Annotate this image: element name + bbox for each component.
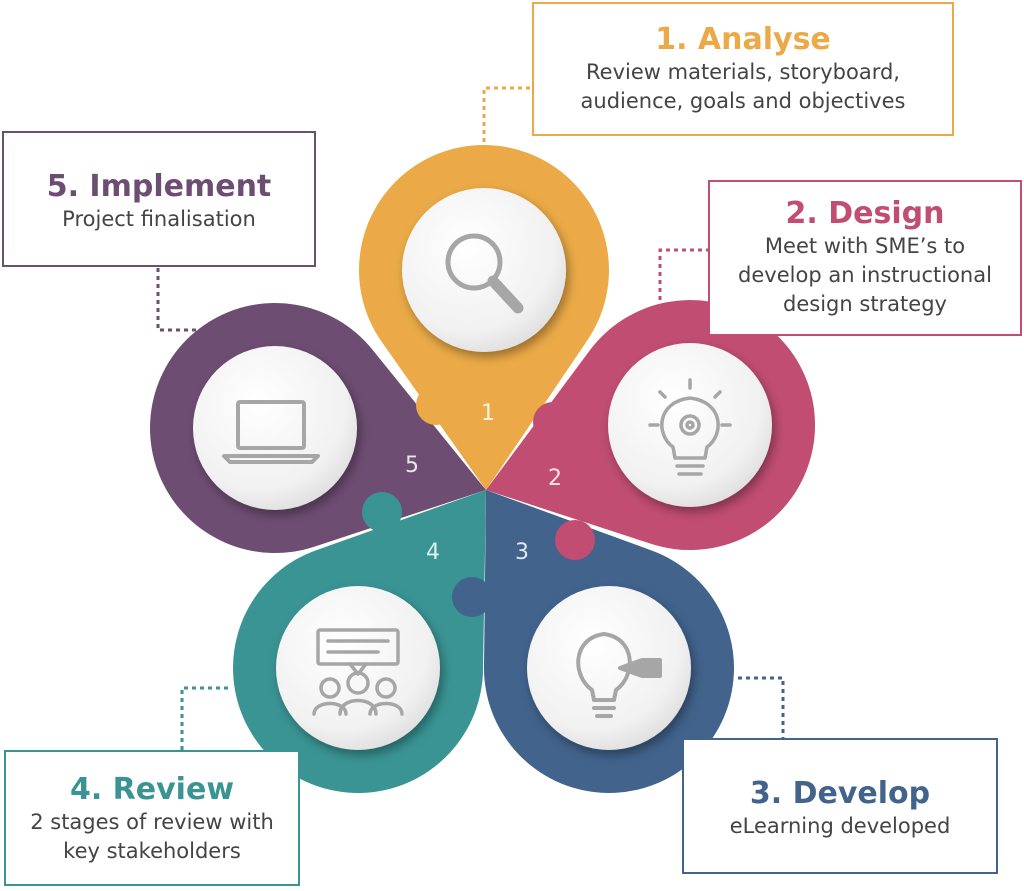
develop-desc-line: eLearning developed xyxy=(729,814,951,838)
implement-title: 5. Implement xyxy=(46,169,272,204)
review-connector xyxy=(180,686,228,750)
review-title: 4. Review xyxy=(69,772,235,807)
analyse-desc-line: audience, goals and objectives xyxy=(580,89,906,113)
review-circle xyxy=(276,586,440,750)
design-desc-line: develop an instructional xyxy=(738,263,992,287)
design-box: 2. Design Meet with SME’s to develop an … xyxy=(708,180,1022,336)
develop-box: 3. Develop eLearning developed xyxy=(682,738,998,874)
lightbulb-gear-icon xyxy=(648,378,732,476)
analyse-connector xyxy=(482,86,532,150)
speech-group-icon xyxy=(312,628,404,716)
petal-number-1: 1 xyxy=(481,401,495,426)
petal-number-3: 3 xyxy=(515,540,529,565)
petal-number-2: 2 xyxy=(548,466,562,491)
analyse-title: 1. Analyse xyxy=(655,22,831,57)
review-box: 4. Review 2 stages of review with key st… xyxy=(4,750,300,886)
implement-connector xyxy=(156,268,200,332)
design-title: 2. Design xyxy=(785,196,945,231)
analyse-box: 1. Analyse Review materials, storyboard,… xyxy=(532,2,954,136)
lightbulb-tag-icon xyxy=(576,632,662,718)
knob-develop xyxy=(452,577,492,617)
design-desc-line: Meet with SME’s to xyxy=(764,234,966,258)
design-connector xyxy=(658,248,708,300)
magnifier-icon xyxy=(445,233,524,314)
develop-description: eLearning developed xyxy=(684,812,996,841)
implement-description: Project finalisation xyxy=(4,205,314,234)
develop-circle xyxy=(527,586,691,750)
knob-analyse xyxy=(416,385,456,425)
analyse-circle xyxy=(402,188,566,352)
design-circle xyxy=(608,343,772,507)
knob-design xyxy=(533,402,573,442)
review-desc-line: 2 stages of review with xyxy=(30,810,274,834)
design-desc-line: design strategy xyxy=(783,292,947,316)
develop-connector xyxy=(738,676,785,738)
knob-review xyxy=(362,492,402,532)
knob-design-lower xyxy=(555,520,595,560)
implement-desc-line: Project finalisation xyxy=(62,207,256,231)
develop-title: 3. Develop xyxy=(749,776,931,811)
review-description: 2 stages of review with key stakeholders xyxy=(6,808,298,866)
analyse-description: Review materials, storyboard, audience, … xyxy=(534,58,952,116)
petal-number-5: 5 xyxy=(405,453,419,478)
implement-circle xyxy=(193,346,357,510)
design-description: Meet with SME’s to develop an instructio… xyxy=(710,232,1020,319)
review-desc-line: key stakeholders xyxy=(63,839,241,863)
petal-number-4: 4 xyxy=(426,540,440,565)
analyse-desc-line: Review materials, storyboard, xyxy=(586,60,900,84)
implement-box: 5. Implement Project finalisation xyxy=(2,131,316,267)
laptop-icon xyxy=(222,400,320,464)
